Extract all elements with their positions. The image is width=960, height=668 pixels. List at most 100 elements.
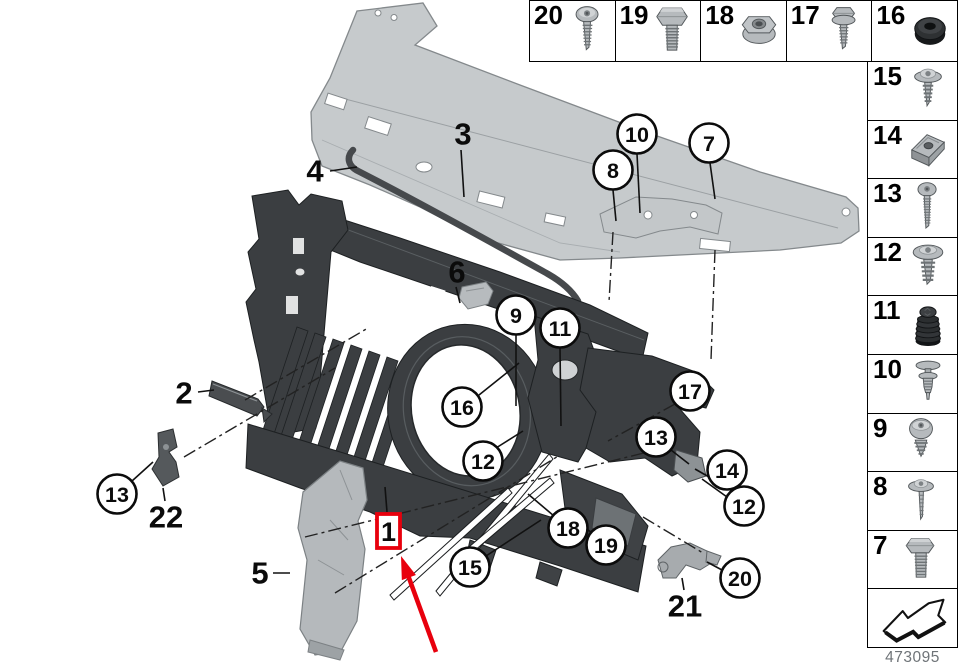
callout-13-right[interactable]: 13	[635, 416, 677, 458]
callout-6[interactable]: 6	[448, 255, 465, 290]
callout-8[interactable]: 8	[592, 149, 634, 191]
part-ref-number: 16	[876, 1, 906, 30]
part-ref-number: 9	[873, 412, 888, 443]
fastener-table-top-row: 20 19 18 17 16	[529, 0, 958, 62]
diagram-part-number: 473095	[885, 649, 940, 666]
part-cell-8[interactable]: 8	[868, 471, 957, 530]
guide-lines	[183, 231, 716, 594]
callout-4[interactable]: 4	[306, 154, 324, 189]
part-cell-13[interactable]: 13	[868, 178, 957, 237]
part-ref-number: 7	[873, 529, 888, 560]
highlighted-callout-1[interactable]: 1	[375, 512, 402, 550]
callout-12-mid[interactable]: 12	[462, 440, 504, 482]
page-arrow-cell[interactable]	[868, 588, 957, 647]
torx-screw-long-icon	[902, 180, 955, 236]
callout-2[interactable]: 2	[175, 376, 192, 411]
part-ref-number: 13	[873, 178, 902, 209]
holder-part-21	[657, 542, 722, 579]
hex-bolt-icon	[649, 2, 699, 60]
part-ref-number: 8	[873, 471, 888, 502]
part-ref-number: 15	[873, 62, 902, 91]
part-ref-number: 18	[705, 1, 735, 30]
callout-16[interactable]: 16	[441, 386, 483, 428]
part-cell-7[interactable]: 7	[868, 529, 957, 589]
rubber-buffer-icon	[901, 297, 956, 353]
svg-text:12: 12	[471, 450, 495, 474]
part-cell-17[interactable]: 17	[785, 1, 872, 61]
svg-text:10: 10	[625, 123, 649, 147]
callout-15[interactable]: 15	[449, 546, 491, 588]
callout-22[interactable]: 22	[149, 500, 183, 535]
svg-text:18: 18	[556, 517, 580, 541]
part-cell-15[interactable]: 15	[868, 62, 957, 120]
callout-12-right[interactable]: 12	[723, 485, 765, 527]
part-cell-12[interactable]: 12	[868, 236, 957, 296]
grommet-icon	[905, 2, 955, 60]
svg-text:13: 13	[644, 426, 668, 450]
callouts: 3 4 6 2 5 22 21 810 7 9 11 16 12 17 13 14 12 13 18 19 15 20	[96, 113, 765, 624]
washer-pin-screw-icon	[887, 473, 955, 529]
svg-text:20: 20	[728, 567, 752, 591]
callout-18[interactable]: 18	[547, 507, 589, 549]
part-cell-9[interactable]: 9	[868, 412, 957, 472]
svg-text:17: 17	[678, 380, 702, 404]
callout-20[interactable]: 20	[719, 557, 761, 599]
callout-11[interactable]: 11	[539, 307, 581, 349]
callout-3[interactable]: 3	[454, 117, 471, 152]
expansion-rivet-icon	[902, 356, 955, 412]
speed-nut-icon	[902, 122, 955, 178]
part-ref-number: 12	[873, 236, 902, 267]
flange-nut-icon	[734, 2, 784, 60]
part-cell-18[interactable]: 18	[700, 1, 786, 61]
part-cell-16[interactable]: 16	[871, 1, 957, 61]
washer-screw-large-icon	[902, 239, 955, 295]
upper-support-bracket-part	[599, 196, 723, 239]
svg-text:15: 15	[458, 556, 482, 580]
svg-text:12: 12	[732, 495, 756, 519]
svg-text:5: 5	[251, 556, 268, 591]
svg-text:7: 7	[703, 132, 715, 156]
part-ref-number: 17	[790, 1, 820, 30]
part-cell-14[interactable]: 14	[868, 119, 957, 179]
part-cell-19[interactable]: 19	[614, 1, 701, 61]
air-duct-part-5	[297, 460, 368, 661]
callout-21[interactable]: 21	[668, 589, 702, 624]
callout-17[interactable]: 17	[669, 370, 711, 412]
svg-text:1: 1	[381, 517, 396, 547]
hex-washer-screw-icon	[820, 2, 870, 60]
highlight-arrow	[401, 556, 439, 653]
callout-13-left[interactable]: 13	[96, 473, 138, 515]
svg-text:13: 13	[105, 483, 129, 507]
sealing-strip-part	[345, 146, 582, 305]
page-arrow-icon	[873, 590, 955, 646]
svg-text:16: 16	[450, 396, 474, 420]
part-ref-number: 14	[873, 119, 902, 150]
fastener-table-right-column: 15 14 13 12 11 10 9 8 7	[867, 62, 958, 648]
callout-19[interactable]: 19	[585, 524, 627, 566]
side-strip-part-2	[208, 380, 273, 424]
svg-text:21: 21	[668, 589, 702, 624]
crossmember-part	[310, 2, 860, 261]
part-ref-number: 10	[873, 353, 902, 384]
svg-text:14: 14	[715, 459, 739, 483]
callout-7[interactable]: 7	[688, 122, 730, 164]
bracket-part-22	[151, 428, 180, 487]
callout-10[interactable]: 10	[616, 113, 658, 155]
callout-9[interactable]: 9	[495, 294, 537, 336]
torx-pan-screw-icon	[563, 2, 613, 60]
callout-5[interactable]: 5	[251, 556, 268, 591]
part-cell-20[interactable]: 20	[530, 1, 615, 61]
part-ref-number: 19	[619, 1, 649, 30]
round-screw-icon	[887, 415, 955, 471]
part-cell-10[interactable]: 10	[868, 353, 957, 413]
svg-text:11: 11	[549, 317, 572, 341]
part-ref-number: 20	[534, 1, 563, 30]
part-ref-number: 11	[873, 295, 901, 326]
callout-14[interactable]: 14	[706, 449, 748, 491]
part-cell-11[interactable]: 11	[868, 295, 957, 354]
highlight-annotation: 1	[375, 486, 439, 653]
svg-text:4: 4	[306, 154, 324, 189]
svg-text:19: 19	[594, 534, 618, 558]
